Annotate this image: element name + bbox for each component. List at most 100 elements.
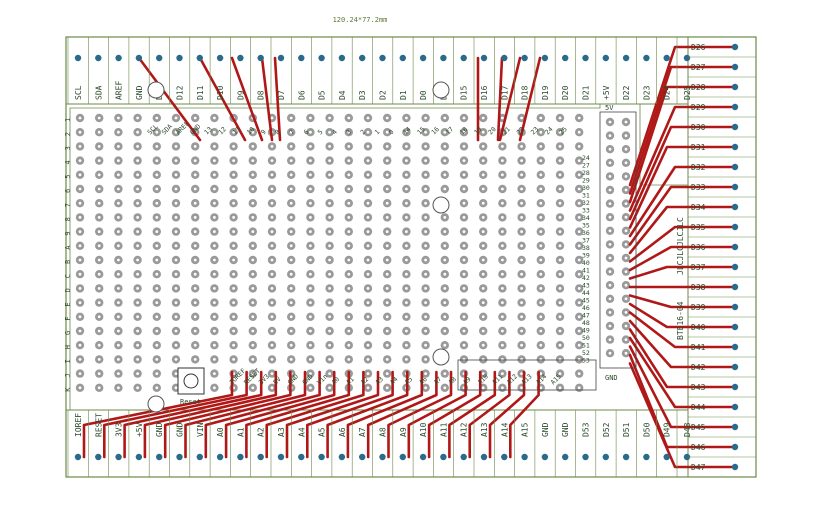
bottom-terminal-label: D52 (602, 422, 611, 437)
pad-hole (558, 272, 562, 276)
pad-hole (405, 343, 408, 347)
trace (123, 370, 263, 459)
trace (163, 370, 292, 459)
pad-hole (539, 116, 543, 120)
top-terminal-label: D9 (236, 90, 245, 100)
top-terminal-label: GND (135, 85, 144, 100)
inner-bottom-label: 5V (272, 375, 283, 386)
pad-hole (289, 201, 293, 205)
pad-hole (136, 301, 140, 304)
right-terminal-label: D40 (691, 323, 706, 332)
pad-hole (309, 244, 312, 248)
bottom-terminal-label: A14 (500, 422, 509, 437)
row-label: J (64, 373, 72, 377)
pad-hole (270, 216, 274, 219)
bottom-terminal-label: A11 (439, 422, 448, 437)
pad-hole (251, 358, 255, 361)
terminal-screw (156, 453, 163, 461)
pad-hole (347, 329, 351, 333)
trace (496, 56, 504, 142)
pad-hole (136, 159, 140, 163)
pad-hole (462, 145, 466, 148)
trace (488, 370, 526, 459)
pad-hole (481, 244, 485, 248)
inner-right-label: 49 (582, 327, 590, 335)
pad-hole (577, 301, 581, 304)
pad-hole (174, 230, 178, 234)
pad-hole (558, 315, 562, 319)
pad-hole (520, 287, 523, 290)
pad-hole (117, 343, 120, 347)
pad-hole (366, 244, 370, 248)
bottom-terminal-label: A6 (338, 427, 347, 437)
pad-hole (347, 216, 351, 219)
right-terminal-label: D43 (691, 383, 706, 392)
pad-hole (481, 201, 485, 205)
pad-hole (155, 329, 159, 333)
inner-right-label: 44 (582, 289, 590, 297)
top-terminal-label: D2 (379, 90, 388, 100)
header-pad-hole (608, 120, 612, 124)
inner-top-label: 3 (345, 128, 353, 136)
inner-bottom-label: A6 (418, 375, 429, 386)
pad-hole (97, 187, 101, 191)
header-pad-hole (624, 175, 628, 178)
trace (427, 370, 482, 459)
pad-hole (481, 272, 485, 276)
pad-hole (136, 386, 140, 390)
pad-hole (481, 173, 485, 177)
pad-hole (539, 173, 543, 177)
pad-hole (481, 258, 485, 262)
pad-hole (405, 216, 408, 219)
terminal-screw (95, 453, 102, 461)
right-terminal-label: D37 (691, 263, 706, 272)
pad-hole (577, 329, 581, 333)
pad-hole (462, 287, 466, 290)
terminal-screw (582, 453, 589, 461)
pad-hole (424, 244, 427, 248)
pad-hole (577, 173, 581, 177)
pad-hole (289, 301, 293, 304)
pad-hole (366, 187, 370, 191)
pad-hole (213, 216, 216, 219)
row-label: 5 (64, 175, 72, 179)
pad-hole (539, 159, 543, 163)
pad-hole (174, 315, 178, 319)
pad-hole (443, 173, 447, 177)
pad-hole (328, 173, 331, 177)
pad-hole (232, 145, 236, 148)
terminal-screw (95, 54, 102, 62)
pad-hole (443, 386, 447, 390)
pad-hole (78, 272, 82, 276)
pad-hole (251, 386, 255, 390)
pad-hole (558, 301, 562, 304)
pad-hole (443, 343, 447, 347)
pad-hole (443, 159, 447, 163)
pad-hole (385, 287, 389, 290)
pad-hole (539, 329, 543, 333)
pad-hole (117, 372, 120, 375)
pad-hole (213, 201, 216, 205)
pad-hole (385, 244, 389, 248)
pad-hole (424, 216, 427, 219)
bottom-terminal-label: D49 (663, 422, 672, 437)
terminal-screw (731, 263, 739, 271)
pad-hole (385, 372, 389, 375)
pad-hole (251, 258, 255, 262)
pad-hole (424, 343, 427, 347)
top-terminal-label: D10 (216, 85, 225, 100)
vertical-mark-bte: BTE16-04 (676, 301, 685, 340)
header-pad-hole (624, 120, 628, 124)
pad-hole (366, 216, 370, 219)
header-pad-hole (624, 297, 628, 301)
top-terminal-label: D3 (358, 90, 367, 100)
pad-hole (309, 201, 312, 205)
pad-hole (347, 301, 351, 304)
pad-hole (501, 343, 504, 347)
top-terminal-label: D17 (500, 85, 509, 100)
terminal-screw (683, 54, 691, 62)
inner-right-label: 50 (582, 334, 590, 342)
pad-hole (78, 230, 82, 234)
row-label: G (64, 331, 72, 335)
top-terminal-label: D6 (297, 90, 306, 100)
